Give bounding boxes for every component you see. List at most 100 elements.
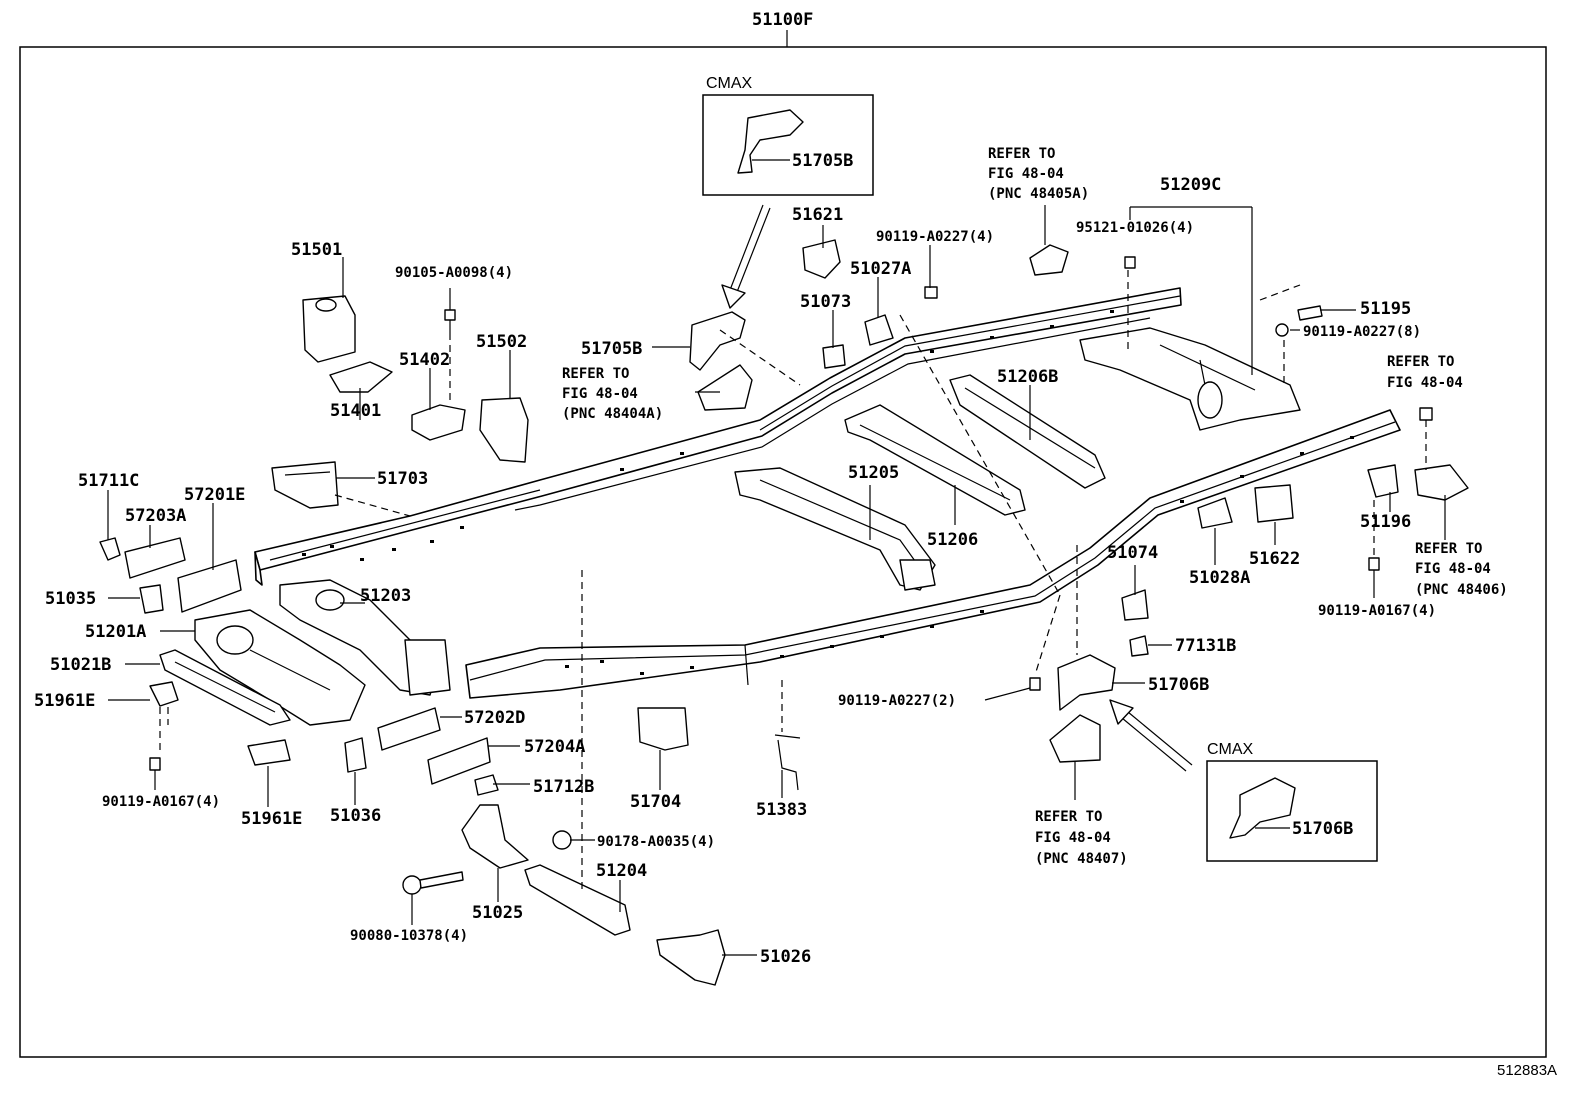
label-51703: 51703 xyxy=(377,469,428,489)
label-51021B: 51021B xyxy=(50,655,111,675)
label-90105: 90105-A0098(4) xyxy=(395,265,513,281)
bolt-90119-A0227-8 xyxy=(1275,323,1289,337)
bracket-51711C xyxy=(99,537,121,561)
ref-notes: REFER TO FIG 48-04 (PNC 48405A) REFER TO… xyxy=(562,146,1508,867)
label-57202D: 57202D xyxy=(464,708,525,728)
bolt-90119-A0227-4 xyxy=(924,286,938,299)
arrow-bottom xyxy=(1109,699,1193,772)
cmax-box-bottom: CMAX 51706B xyxy=(1206,741,1378,862)
crossmember-51209C xyxy=(1079,327,1301,431)
bracket-51501 xyxy=(302,295,356,363)
label-51074: 51074 xyxy=(1107,543,1158,563)
bolt-90080 xyxy=(402,871,464,895)
bracket-51195 xyxy=(1297,305,1323,321)
label-51195: 51195 xyxy=(1360,299,1411,319)
label-51705B: 51705B xyxy=(581,339,642,359)
hook-51383 xyxy=(774,734,801,791)
leader-lines xyxy=(107,205,1446,956)
ref-48404A-line3: (PNC 48404A) xyxy=(562,406,663,422)
nut-90178 xyxy=(552,830,572,850)
label-51027A: 51027A xyxy=(850,259,911,279)
ref-48404A-line1: REFER TO xyxy=(562,366,629,382)
label-51073: 51073 xyxy=(800,292,851,312)
bracket-51027A xyxy=(864,314,894,346)
label-51622: 51622 xyxy=(1249,549,1300,569)
label-90178: 90178-A0035(4) xyxy=(597,834,715,850)
bolt-top-right xyxy=(1419,407,1433,421)
mount-51961E-b xyxy=(247,739,291,766)
label-90119-A0227-8: 90119-A0227(8) xyxy=(1303,324,1421,340)
crossmember-51021B xyxy=(159,649,291,726)
ref-48407-line1: REFER TO xyxy=(1035,809,1102,825)
bracket-51705B xyxy=(689,311,746,371)
bolt-90105 xyxy=(444,309,456,340)
mount-48407 xyxy=(1049,714,1101,763)
label-95121: 95121-01026(4) xyxy=(1076,220,1194,236)
ref-48406-line1: REFER TO xyxy=(1415,541,1482,557)
right-frame-rail xyxy=(465,409,1401,699)
crossmember-51206 xyxy=(844,404,1026,516)
label-51036: 51036 xyxy=(330,806,381,826)
label-77131B: 77131B xyxy=(1175,636,1236,656)
cmax-label-bottom: CMAX xyxy=(1207,741,1254,758)
label-51501: 51501 xyxy=(291,240,342,260)
bracket-51502 xyxy=(479,397,529,463)
mount-48405A xyxy=(1029,244,1069,276)
ref-48405A-line3: (PNC 48405A) xyxy=(988,186,1089,202)
label-57204A: 57204A xyxy=(524,737,585,757)
label-51025: 51025 xyxy=(472,903,523,923)
bracket-51621 xyxy=(802,239,841,279)
bolt-90119-A0227-2 xyxy=(1029,677,1041,691)
ref-48406-line3: (PNC 48406) xyxy=(1415,582,1508,598)
ref-48404A-line2: FIG 48-04 xyxy=(562,386,638,402)
bracket-51028A xyxy=(1197,497,1233,529)
label-51026: 51026 xyxy=(760,947,811,967)
ref-48405A-line1: REFER TO xyxy=(988,146,1055,162)
ref-top-right-line1: REFER TO xyxy=(1387,354,1454,370)
dashed-lines xyxy=(159,270,1427,890)
label-51961E-b: 51961E xyxy=(241,809,302,829)
figure-code: 512883A xyxy=(1497,1062,1557,1079)
bracket-51703 xyxy=(271,461,339,509)
label-51502: 51502 xyxy=(476,332,527,352)
label-51401: 51401 xyxy=(330,401,381,421)
bracket-51402 xyxy=(411,404,466,441)
label-51196: 51196 xyxy=(1360,512,1411,532)
label-51961E-a: 51961E xyxy=(34,691,95,711)
bracket-51401 xyxy=(329,361,393,393)
bracket-51025 xyxy=(461,804,529,869)
bracket-57203A xyxy=(124,537,186,579)
label-57201E: 57201E xyxy=(184,485,245,505)
bracket-57204A xyxy=(427,737,491,785)
label-51209C: 51209C xyxy=(1160,175,1221,195)
bracket-51073 xyxy=(822,344,846,369)
label-90119-A0167-right: 90119-A0167(4) xyxy=(1318,603,1436,619)
label-51621: 51621 xyxy=(792,205,843,225)
label-51206B: 51206B xyxy=(997,367,1058,387)
label-90119-A0167-left: 90119-A0167(4) xyxy=(102,794,220,810)
bracket-51706B xyxy=(1057,654,1116,711)
outer-frame xyxy=(19,46,1547,1058)
label-57203A: 57203A xyxy=(125,506,186,526)
label-51706B: 51706B xyxy=(1148,675,1209,695)
crossmember-51201A xyxy=(194,609,366,726)
title-part-number: 51100F xyxy=(752,10,813,30)
label-51712B: 51712B xyxy=(533,777,594,797)
crossmember-51205 xyxy=(734,467,936,591)
arrow-top xyxy=(721,204,771,309)
clip-77131B xyxy=(1129,635,1149,657)
bracket-51026 xyxy=(656,929,726,986)
label-51035: 51035 xyxy=(45,589,96,609)
label-51711C: 51711C xyxy=(78,471,139,491)
label-51203: 51203 xyxy=(360,586,411,606)
ref-48407-line3: (PNC 48407) xyxy=(1035,851,1128,867)
label-51204: 51204 xyxy=(596,861,647,881)
label-51205: 51205 xyxy=(848,463,899,483)
crossmember-51203 xyxy=(279,579,451,696)
label-90119-A0227-4: 90119-A0227(4) xyxy=(876,229,994,245)
part-51705B-box-label: 51705B xyxy=(792,151,853,171)
cmax-box-top: CMAX 51705B xyxy=(702,75,874,196)
label-51201A: 51201A xyxy=(85,622,146,642)
bolt-90119-A0167-right xyxy=(1368,557,1380,571)
bracket-51622 xyxy=(1254,484,1294,523)
